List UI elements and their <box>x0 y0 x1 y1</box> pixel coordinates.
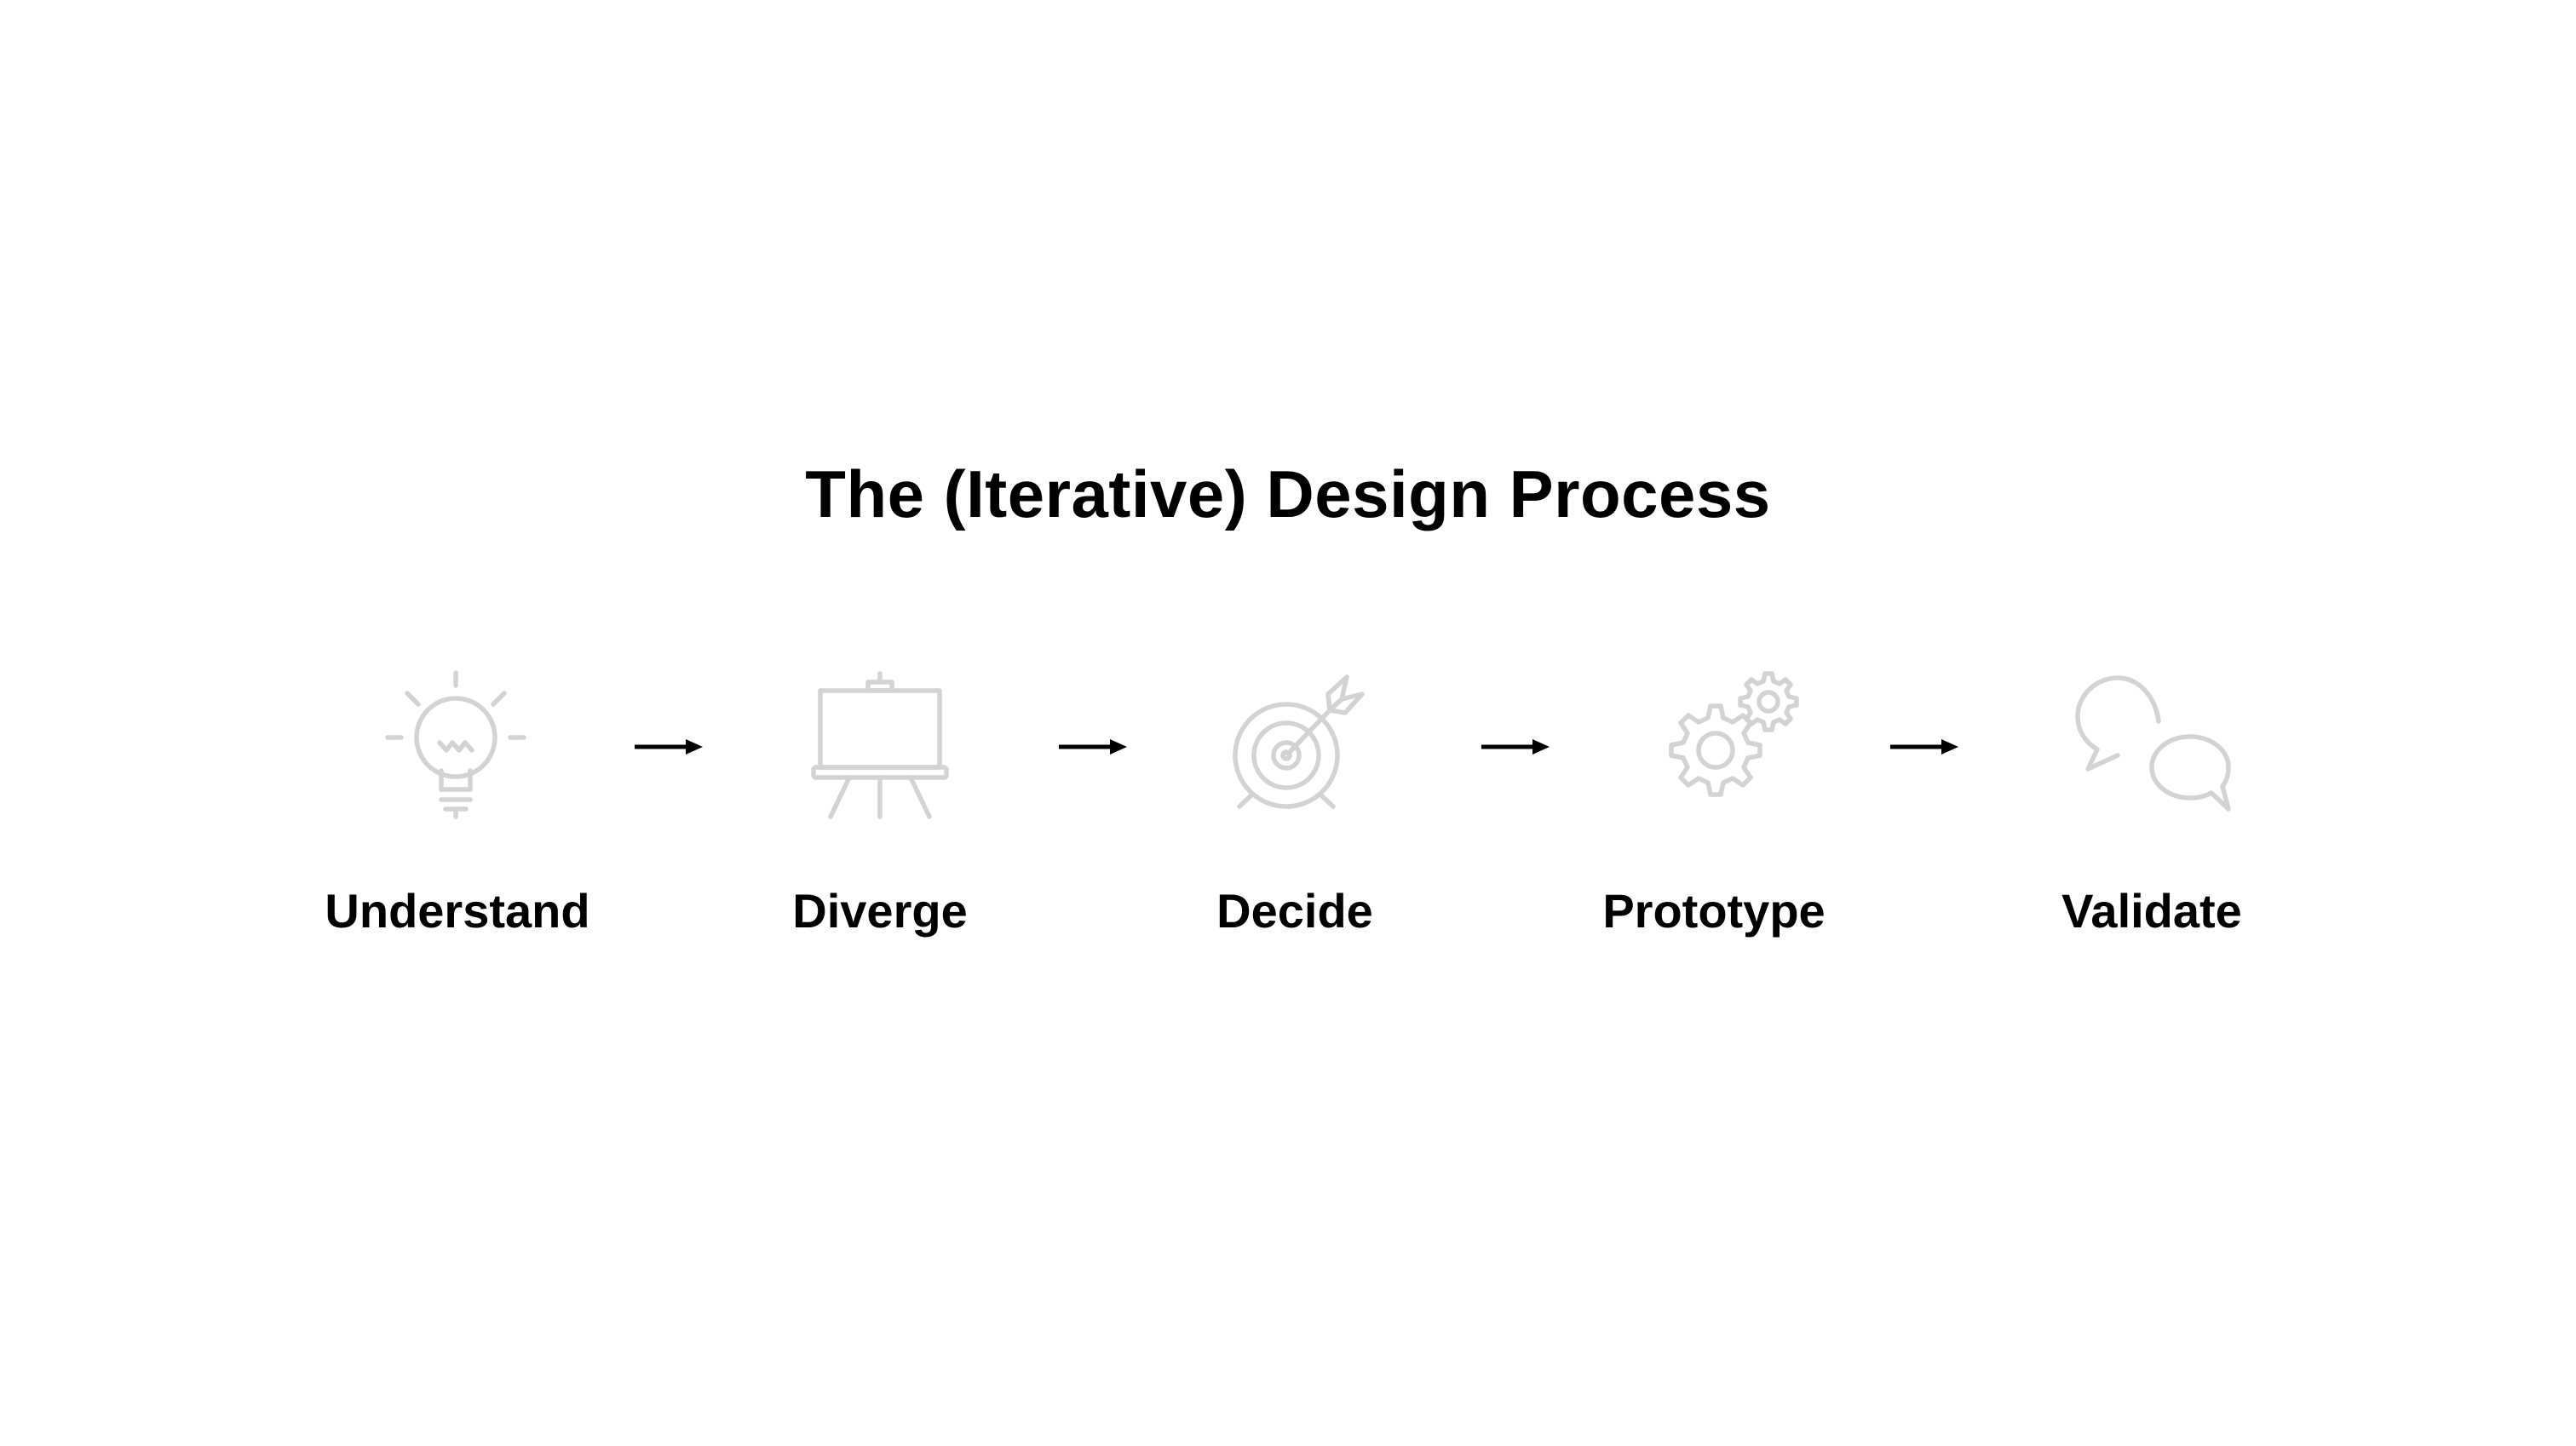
target-icon <box>1204 662 1374 832</box>
lightbulb-icon <box>371 662 541 832</box>
step-label-understand: Understand <box>325 884 590 938</box>
arrow-icon <box>1480 734 1551 760</box>
step-label-decide: Decide <box>1216 884 1373 938</box>
speech-bubbles-icon <box>2067 662 2237 832</box>
gears-icon <box>1630 662 1800 832</box>
arrow-icon <box>1889 734 1960 760</box>
arrow-icon <box>633 734 704 760</box>
step-label-validate: Validate <box>2061 884 2242 938</box>
step-label-prototype: Prototype <box>1602 884 1826 938</box>
step-label-diverge: Diverge <box>792 884 968 938</box>
easel-icon <box>795 662 965 832</box>
page-title: The (Iterative) Design Process <box>805 456 1771 531</box>
arrow-icon <box>1057 734 1129 760</box>
